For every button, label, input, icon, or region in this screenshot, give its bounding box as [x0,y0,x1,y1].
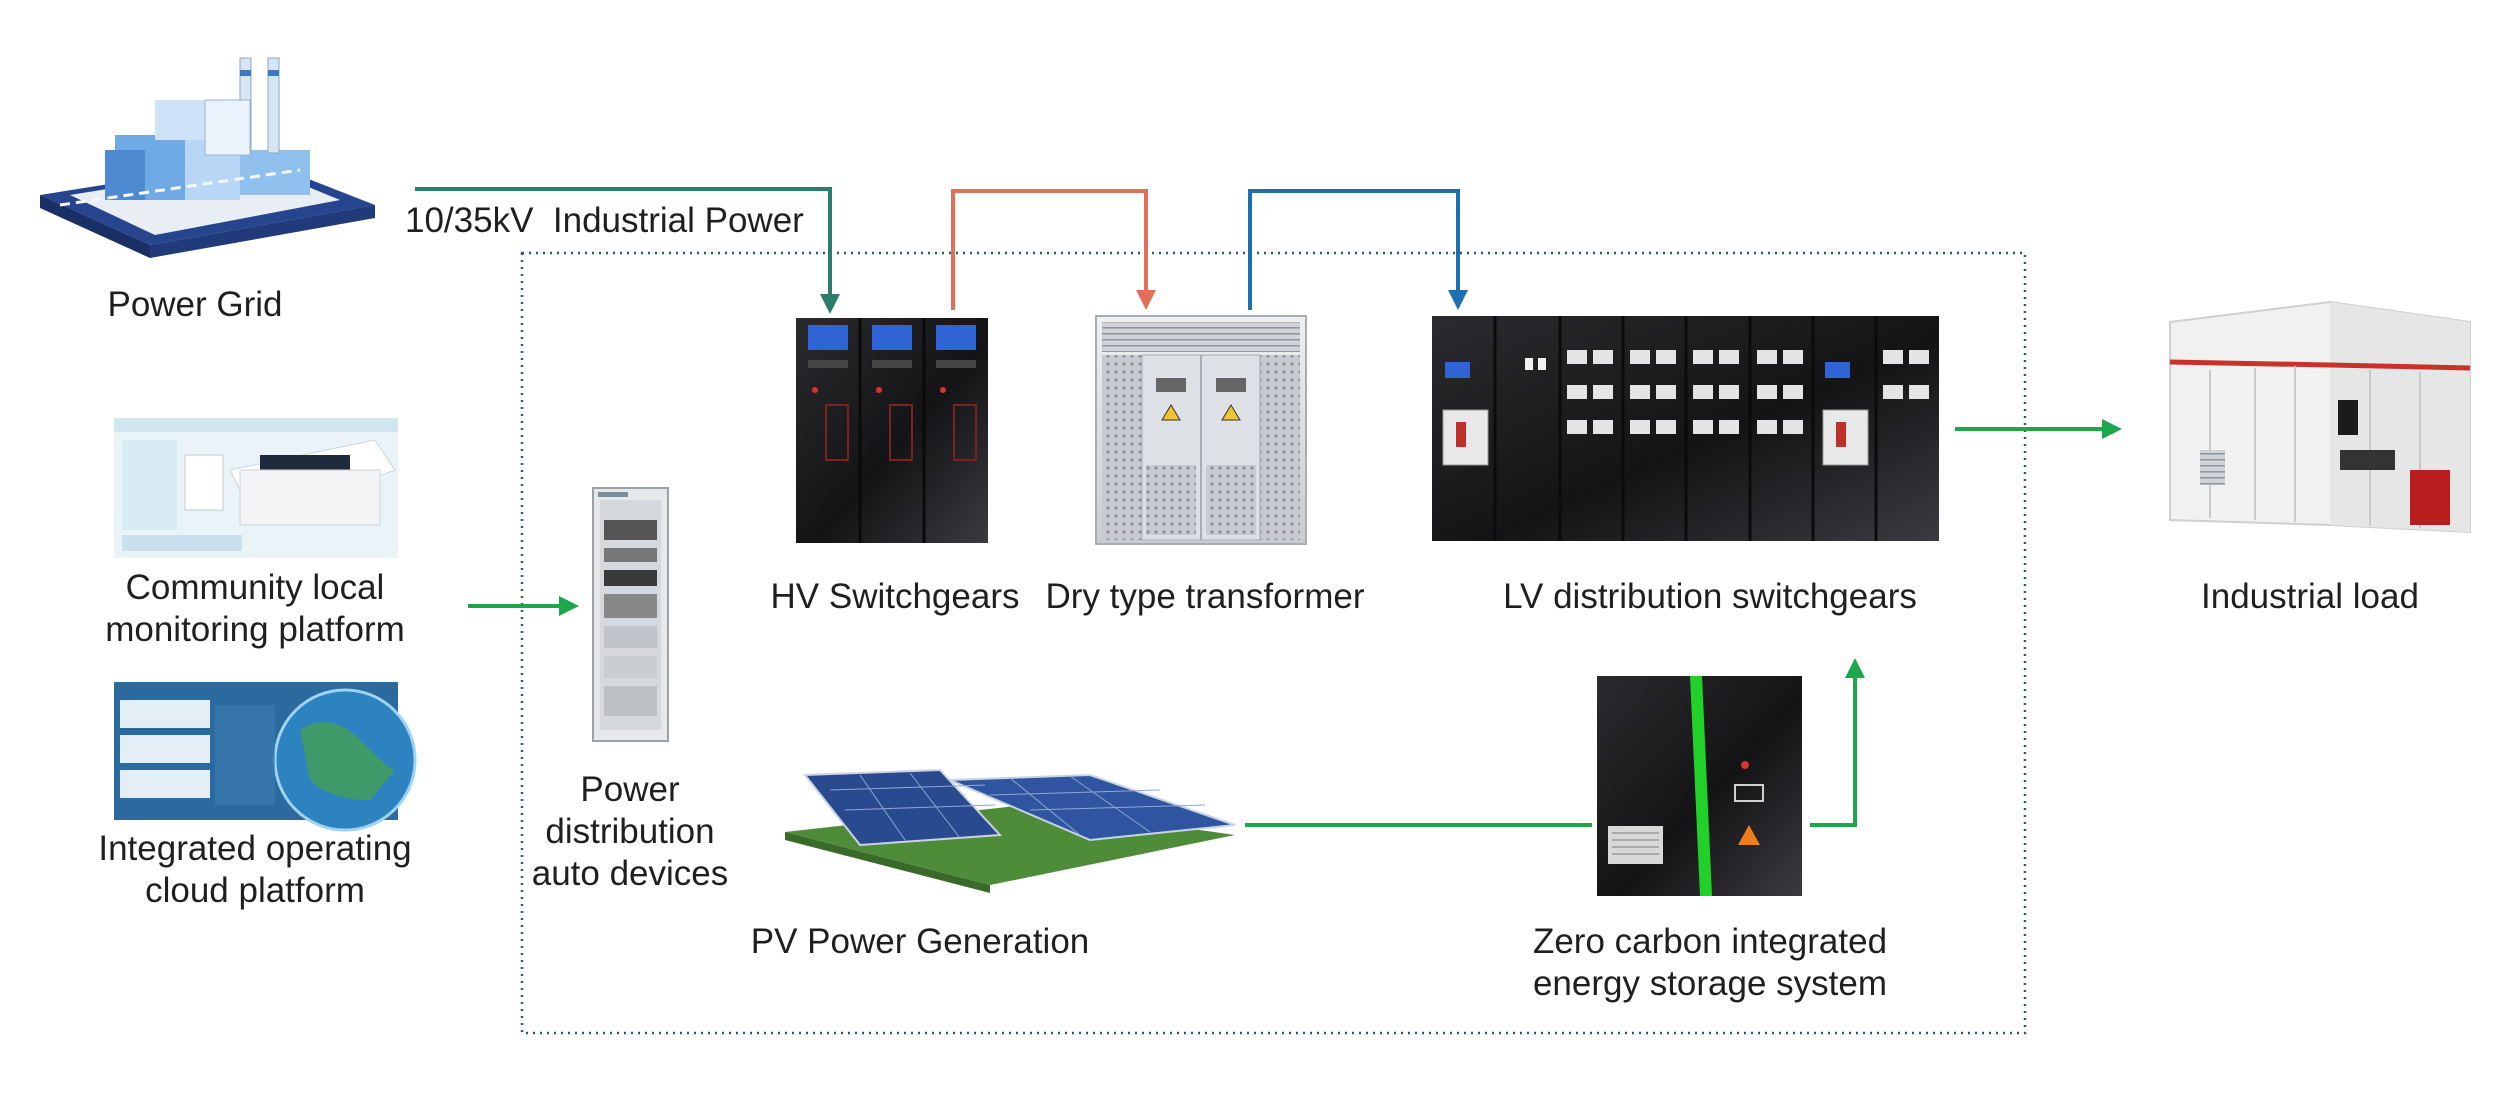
hv-switchgears-label: HV Switchgears [770,577,1020,616]
automation-label-line3: auto devices [531,854,729,893]
automation-label-line2: distribution [545,812,715,851]
cloud-platform-label: Integrated operating cloud platform [70,828,440,912]
pv-panels-icon [785,768,1236,893]
cloud-platform-screen [114,682,417,832]
lv-switchgears-label: LV distribution switchgears [1503,577,1917,616]
transformer-label: Dry type transformer [1045,577,1365,616]
community-label-line2: monitoring platform [105,610,405,649]
power-grid-label: Power Grid [107,285,283,324]
grid-feed-line [415,187,840,314]
cloud-label-line1: Integrated operating [98,829,412,868]
storage-label-line2: energy storage system [1532,964,1888,1003]
storage-label-line1: Zero carbon integrated [1532,922,1888,961]
lv-switchgears-icon [1432,316,1939,541]
hv-switchgears-icon [796,318,988,543]
automation-devices-label: Power distribution auto devices [510,769,750,895]
industrial-power-label: 10/35kV Industrial Power [405,201,804,240]
automation-cabinet-icon [592,487,669,742]
pv-generation-label: PV Power Generation [750,922,1090,961]
energy-storage-icon [1597,676,1802,896]
energy-storage-label: Zero carbon integrated energy storage sy… [1500,921,1920,1005]
automation-label-line1: Power [580,770,680,809]
industrial-load-icon [2169,300,2471,534]
power-grid-icon [40,57,375,258]
community-platform-screen [114,418,398,558]
community-label-line1: Community local [125,568,385,607]
transformer-to-lv-line [1248,189,1468,310]
industrial-load-label: Industrial load [2201,577,2419,616]
cloud-label-line2: cloud platform [145,871,365,910]
community-platform-label: Community local monitoring platform [70,567,440,651]
hv-to-transformer-line [951,189,1156,310]
storage-to-lv-arrow [1810,658,1865,827]
transformer-icon [1095,315,1307,545]
